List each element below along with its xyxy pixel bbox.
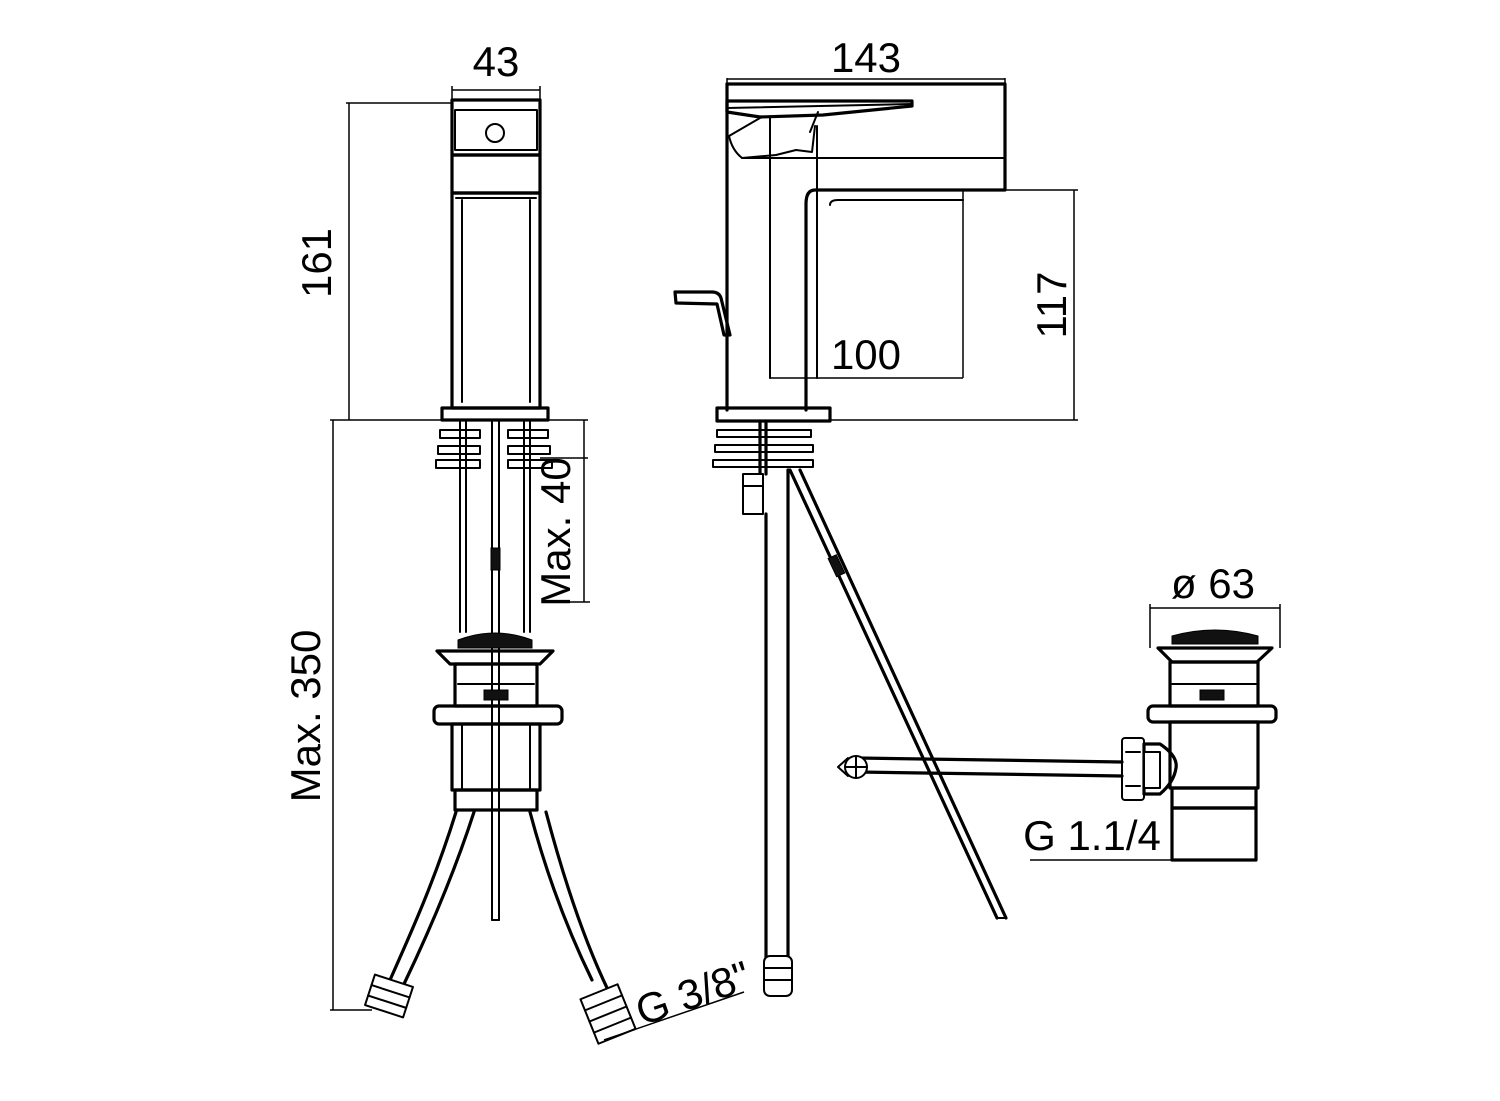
front-flexible-hoses xyxy=(365,812,635,1044)
dim-side-depth-label: 143 xyxy=(831,34,901,81)
side-popup-rod xyxy=(790,470,1006,918)
front-fixing-studs xyxy=(460,420,530,632)
side-flexible-hose xyxy=(764,470,792,996)
front-dimension-lines xyxy=(330,86,744,1040)
side-base-plate xyxy=(717,408,830,421)
dim-max-installation-label: Max. 350 xyxy=(282,630,329,803)
dim-front-height-label: 161 xyxy=(293,228,340,298)
front-mixer-body xyxy=(452,100,540,408)
side-mixer-body xyxy=(675,84,1005,410)
dim-front-width-label: 43 xyxy=(473,38,520,85)
side-dimension-lines xyxy=(727,78,1078,420)
front-view xyxy=(330,86,744,1044)
dim-spout-clearance-label: 117 xyxy=(1028,272,1075,339)
dim-waste-diameter-label: ø 63 xyxy=(1171,560,1255,607)
front-popup-rod xyxy=(491,420,500,920)
front-popup-waste xyxy=(434,633,562,810)
dim-max-deck-label: Max. 40 xyxy=(532,457,579,606)
waste-detail xyxy=(838,604,1280,860)
side-view xyxy=(675,78,1078,996)
side-fixing-washers xyxy=(713,421,813,474)
dim-waste-thread-label: G 1.1/4 xyxy=(1023,812,1161,859)
side-stud-nut xyxy=(743,474,763,514)
front-base-plate xyxy=(442,408,548,420)
dim-spout-reach-label: 100 xyxy=(831,331,901,378)
dim-hose-thread-label: G 3/8" xyxy=(630,952,757,1035)
